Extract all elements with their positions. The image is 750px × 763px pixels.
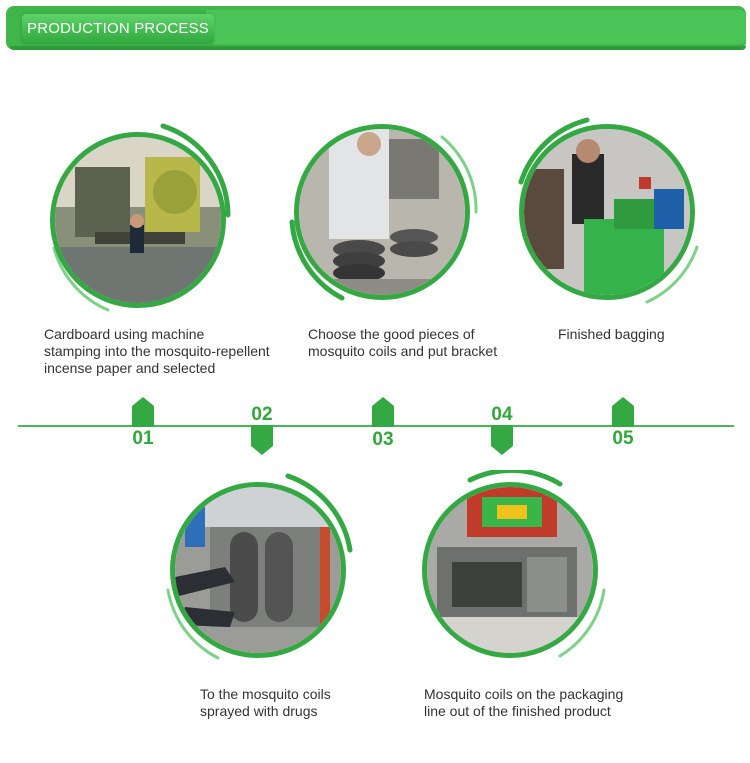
spraying-photo <box>170 482 346 658</box>
bagging-photo <box>519 124 695 300</box>
banner-tab <box>22 14 214 44</box>
banner-highlight <box>206 10 746 44</box>
step-01-caption: Cardboard using machine stamping into th… <box>44 326 270 376</box>
ring-arc-decoration <box>518 117 699 304</box>
timeline-marker-up <box>612 397 634 427</box>
ring-arc-decoration <box>289 135 478 301</box>
step-04-image <box>410 470 610 670</box>
timeline-marker-up <box>132 397 154 427</box>
stamping-machine-photo <box>50 132 226 308</box>
step-number-04: 04 <box>491 404 513 425</box>
banner-underline <box>10 46 746 50</box>
step-number-05: 05 <box>612 428 634 449</box>
step-number-02: 02 <box>251 404 273 425</box>
step-number-01: 01 <box>132 428 154 449</box>
ring-arc-decoration <box>467 470 606 658</box>
timeline-marker-down <box>491 425 513 455</box>
step-01-image <box>38 120 238 320</box>
packaging-line-photo <box>422 482 598 658</box>
header-banner: PRODUCTION PROCESS <box>6 6 746 50</box>
page-title: PRODUCTION PROCESS <box>27 20 209 37</box>
step-number-03: 03 <box>372 429 394 450</box>
selecting-coils-photo <box>294 124 470 300</box>
step-03-caption: Choose the good pieces of mosquito coils… <box>308 326 498 359</box>
step-05-image <box>507 112 707 312</box>
timeline-marker-up <box>372 397 394 427</box>
step-04-caption: Mosquito coils on the packaging line out… <box>424 686 624 719</box>
step-03-image <box>282 112 482 312</box>
step-05-caption: Finished bagging <box>558 326 665 342</box>
step-02-image <box>158 470 358 670</box>
timeline-marker-down <box>251 425 273 455</box>
ring-arc-decoration <box>52 123 231 312</box>
ring-arc-decoration <box>166 473 353 660</box>
step-02-caption: To the mosquito coils sprayed with drugs <box>200 686 331 719</box>
